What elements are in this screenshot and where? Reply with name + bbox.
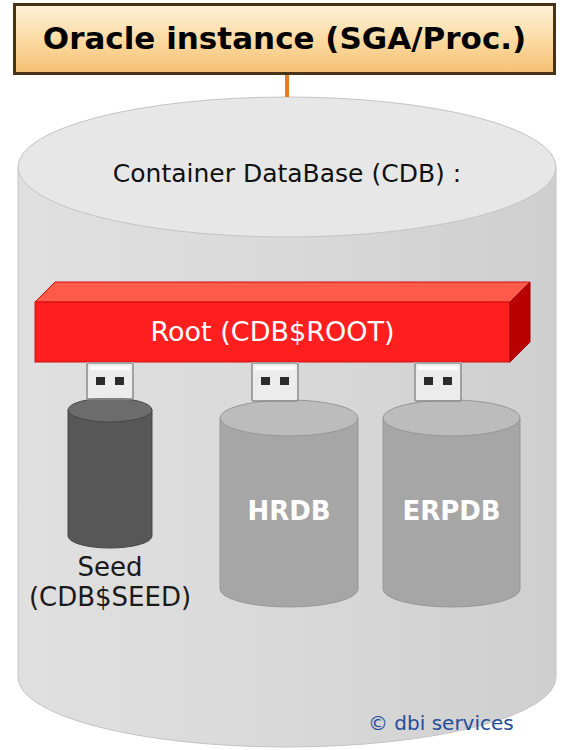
cylinder-top [68,398,152,422]
root-container-bar: Root (CDB$ROOT) [35,282,530,362]
instance-box: Oracle instance (SGA/Proc.) [13,3,556,75]
bar-side-face [510,282,530,362]
cylinder-body [68,410,152,548]
root-label: Root (CDB$ROOT) [35,302,510,362]
cylinder-top [383,400,520,436]
cylinder-body [18,167,556,747]
container-label: Container DataBase (CDB) : [18,160,556,189]
pdb-label: HRDB [220,408,358,615]
pdb-cylinder: ERPDB [383,400,520,607]
container-database-cylinder: Container DataBase (CDB) : Root (CDB$ROOT… [18,97,556,747]
instance-link [285,75,289,97]
cylinder-top [18,97,556,237]
instance-title: Oracle instance (SGA/Proc.) [16,6,553,72]
copyright-note: © dbi services [368,711,514,735]
cylinder-top [220,400,358,436]
pdb-label: ERPDB [383,408,520,615]
seed-pdb-cylinder: Seed (CDB$SEED) [68,398,152,548]
bar-front-face [35,302,510,362]
pdb-cylinder: HRDB [220,400,358,607]
cylinder-outline [68,398,152,548]
bar-top-face [35,282,530,302]
seed-label: Seed (CDB$SEED) [20,553,200,613]
